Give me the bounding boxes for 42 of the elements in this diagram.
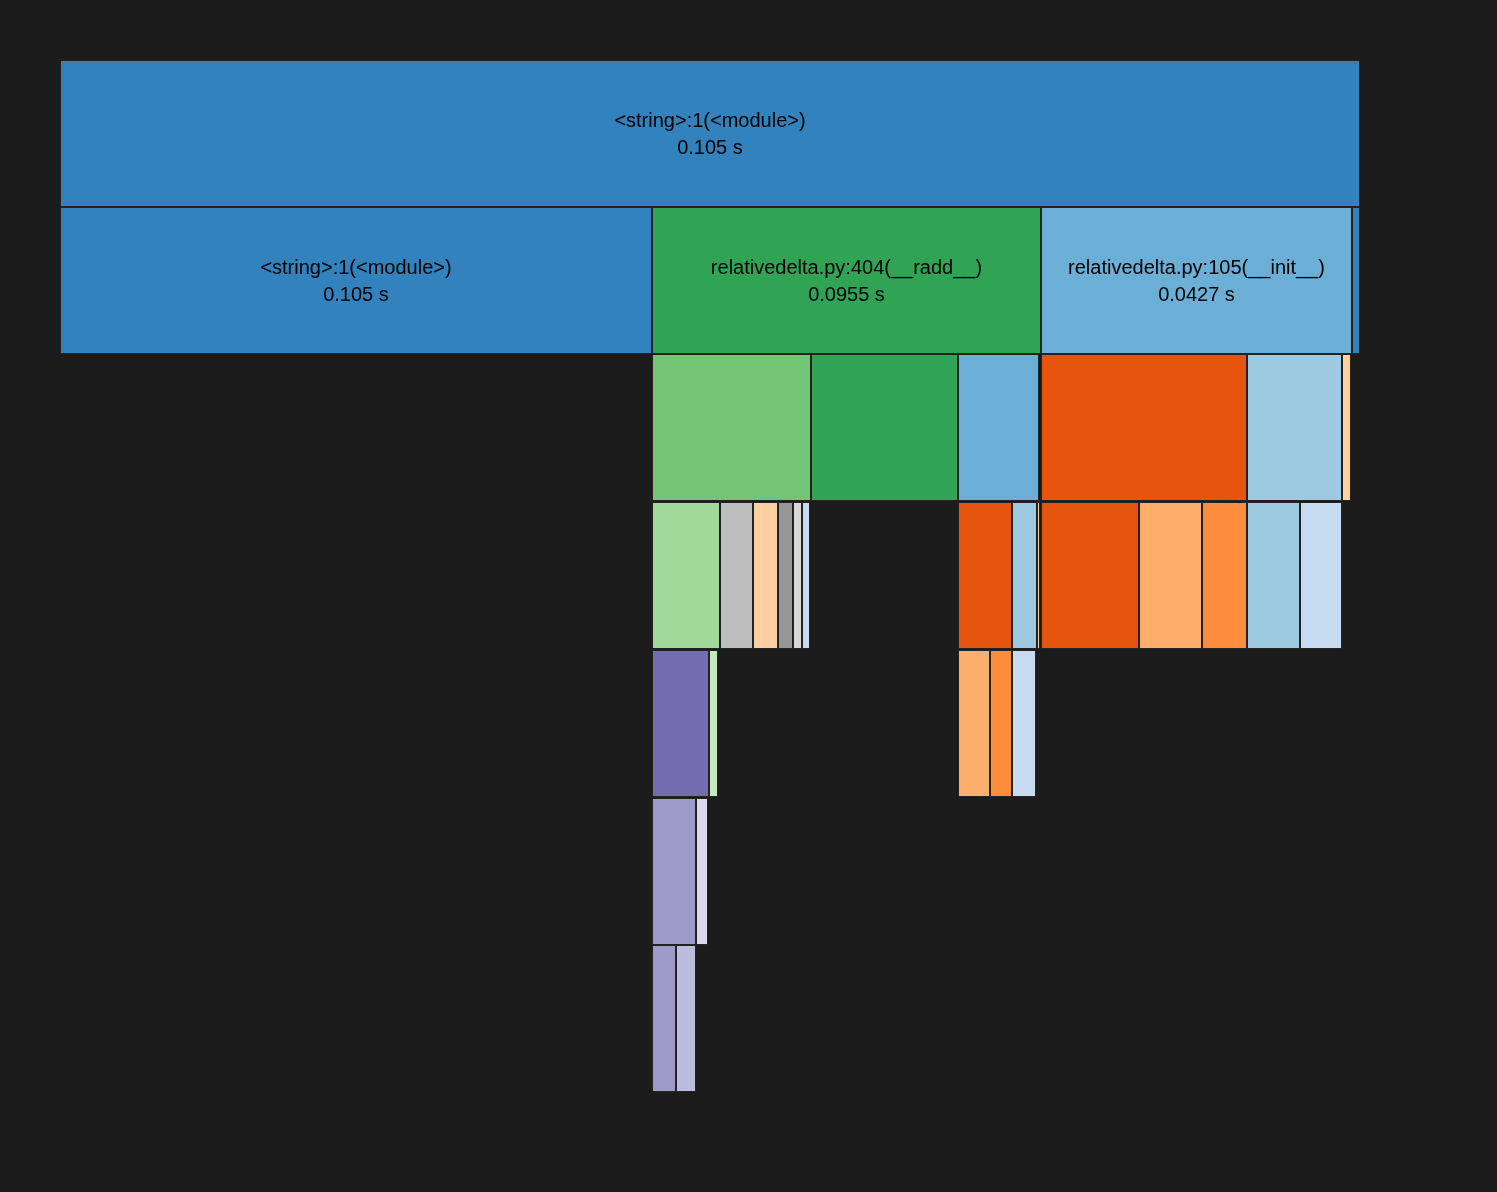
call-bar bbox=[652, 502, 720, 649]
call-bar bbox=[652, 945, 676, 1092]
call-bar bbox=[793, 502, 802, 649]
call-bar bbox=[1037, 502, 1040, 649]
call-bar bbox=[60, 60, 1360, 207]
call-bar bbox=[652, 650, 709, 797]
call-bar bbox=[958, 650, 990, 797]
call-bar bbox=[652, 207, 1041, 354]
call-bar bbox=[1012, 650, 1036, 797]
call-bar bbox=[1041, 354, 1247, 501]
call-bar bbox=[720, 502, 753, 649]
call-bar bbox=[753, 502, 778, 649]
call-bar bbox=[1012, 502, 1037, 649]
call-bar bbox=[958, 502, 1012, 649]
call-bar bbox=[1247, 354, 1342, 501]
call-bar bbox=[60, 207, 652, 354]
function-name: relativedelta.py:404(__radd__) bbox=[710, 254, 983, 281]
call-bar bbox=[1300, 502, 1342, 649]
call-bar bbox=[652, 798, 696, 945]
time-value: 0.105 s bbox=[323, 281, 389, 307]
time-value: 0.0427 s bbox=[1158, 281, 1235, 307]
call-bar bbox=[1041, 207, 1352, 354]
call-bar bbox=[696, 798, 708, 945]
call-bar bbox=[990, 650, 1012, 797]
call-bar bbox=[1139, 502, 1202, 649]
call-bar bbox=[811, 354, 958, 501]
function-name: <string>:1(<module>) bbox=[260, 254, 452, 280]
call-bar bbox=[1202, 502, 1247, 649]
call-bar bbox=[1247, 502, 1300, 649]
call-bar bbox=[1342, 354, 1351, 501]
time-value: 0.0955 s bbox=[808, 281, 885, 307]
call-bar bbox=[958, 354, 1039, 501]
call-bar bbox=[778, 502, 793, 649]
call-bar bbox=[1352, 207, 1360, 354]
call-bar bbox=[1041, 502, 1139, 649]
call-bar bbox=[802, 502, 810, 649]
call-bar bbox=[709, 650, 718, 797]
time-value: 0.105 s bbox=[677, 134, 743, 160]
function-name: relativedelta.py:105(__init__) bbox=[1068, 254, 1325, 281]
call-bar bbox=[652, 354, 811, 501]
function-name: <string>:1(<module>) bbox=[614, 107, 806, 133]
call-bar bbox=[676, 945, 696, 1092]
